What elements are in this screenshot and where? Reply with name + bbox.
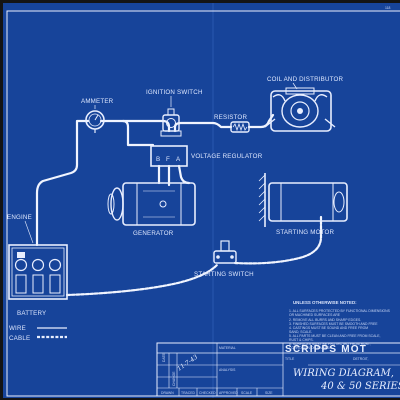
row-label-approved: APPROVED xyxy=(219,391,238,395)
terminal-f: F xyxy=(166,156,170,163)
ignition-switch-component xyxy=(160,108,182,137)
ammeter-gauge xyxy=(85,110,105,133)
cable-battery-to-switch xyxy=(65,263,219,297)
coil-distributor-label: COIL AND DISTRIBUTOR xyxy=(267,76,344,83)
starting-switch-label: STARTING SWITCH xyxy=(194,271,254,278)
ignition-switch-label: IGNITION SWITCH xyxy=(146,89,203,96)
note-line: CORROSION OR DAMAGE. xyxy=(289,346,333,350)
legend-cable-label: CABLE xyxy=(9,335,30,342)
note-line: OR MACHINED SURFACES ARE xyxy=(289,313,341,317)
note-line: 3. FINISHED SURFACES MUST BE SMOOTH AND … xyxy=(289,322,378,326)
resistor-label: RESISTOR xyxy=(214,114,247,121)
row-label-drawn: DRAWN xyxy=(161,391,174,395)
cable-switch-to-motor xyxy=(233,215,323,265)
page-number: 118 xyxy=(385,6,391,10)
company-city: DETROIT, xyxy=(353,357,369,361)
voltage-regulator-label: VOLTAGE REGULATOR xyxy=(191,153,263,160)
note-line: 4. CASTINGS MUST BE SOUND AND FREE FROM xyxy=(289,326,368,330)
handwritten-date: 11-7-43 xyxy=(176,354,199,373)
wire-resistor-to-coil xyxy=(247,113,275,129)
wire-ammeter-to-regulator xyxy=(99,119,155,147)
blueprint-sheet: 118 AMMETER IGNITION SWITCH xyxy=(3,3,400,398)
note-line: 6. SURFACES MUST BE PROTECTED FROM RUST, xyxy=(289,342,371,346)
row-label-traced: TRACED xyxy=(181,391,195,395)
wiring-diagram: 118 AMMETER IGNITION SWITCH xyxy=(6,3,400,398)
engine-label: ENGINE xyxy=(7,214,32,221)
battery-component xyxy=(8,244,68,300)
terminal-a: A xyxy=(176,156,181,163)
note-line: 2. REMOVE ALL BURRS AND SHARP EDGES. xyxy=(289,318,361,322)
row-label-scale: SCALE xyxy=(241,391,253,395)
engine-leader xyxy=(24,220,34,244)
legend xyxy=(37,327,67,339)
generator-component xyxy=(107,182,196,226)
company-name: SCRIPPS MOT xyxy=(285,344,367,355)
notes-block: UNLESS OTHERWISE NOTED: 1. ALL SURFACES … xyxy=(289,300,391,350)
starting-motor-label: STARTING MOTOR xyxy=(276,229,334,236)
wire-ignition-to-resistor xyxy=(173,121,233,133)
wiring xyxy=(35,113,323,297)
sheet-border xyxy=(6,10,400,397)
starting-motor-component xyxy=(258,173,348,227)
note-line: RUST & CHIPS. xyxy=(289,338,314,342)
resistor-component xyxy=(230,121,250,133)
battery-label: BATTERY xyxy=(17,310,46,317)
title-block xyxy=(156,342,400,397)
drawing-title: WIRING DIAGRAM, xyxy=(293,368,394,379)
generator-label: GENERATOR xyxy=(133,230,174,237)
side-label-change: CHANGE xyxy=(172,371,176,386)
starting-switch-component xyxy=(213,240,237,264)
row-label-checked: CHECKED xyxy=(199,391,216,395)
notes-heading: UNLESS OTHERWISE NOTED: xyxy=(293,300,357,305)
note-line: 1. ALL SURFACES PROTECTED BY FUNCTIONAL … xyxy=(289,309,391,313)
note-line: SAND, SCALE. xyxy=(289,330,312,334)
row-label-size: SIZE xyxy=(265,391,273,395)
wire-ammeter-to-ignition xyxy=(121,119,171,133)
analysis-label: ANALYSIS xyxy=(219,368,236,372)
drawing-series: 40 & 50 SERIES xyxy=(320,381,400,392)
material-label: MATERIAL xyxy=(219,346,236,350)
voltage-regulator-component xyxy=(150,145,188,167)
ammeter-label: AMMETER xyxy=(81,98,114,105)
note-line: 5. ALL PARTS MUST BE CLEAN AND FREE FROM… xyxy=(289,334,381,338)
title-label: TITLE xyxy=(285,357,295,361)
wire-regulator-a xyxy=(177,164,191,185)
coil-distributor-component xyxy=(264,87,336,132)
coil-leader xyxy=(292,82,298,90)
wire-ammeter-to-battery xyxy=(35,119,90,247)
legend-wire-label: WIRE xyxy=(9,325,26,332)
side-label-date: DATE xyxy=(162,352,166,362)
terminal-b: B xyxy=(156,156,160,163)
